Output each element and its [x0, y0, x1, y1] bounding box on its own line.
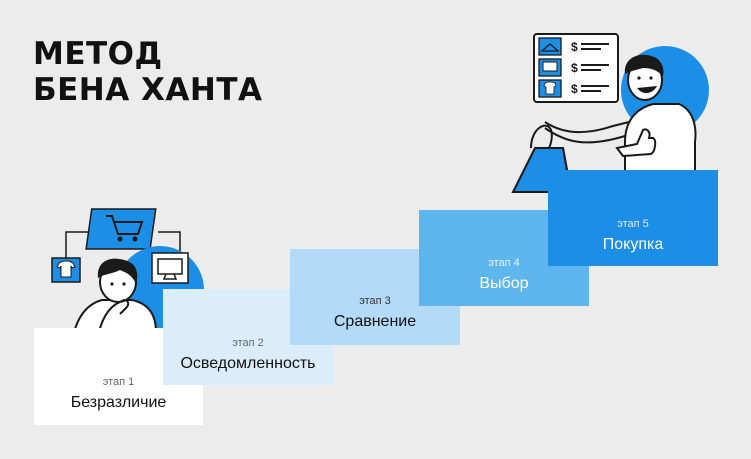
stage-1-label: этап 1: [102, 376, 135, 388]
clothes-hanger-icon: [538, 37, 562, 56]
t-shirt-icon: [538, 79, 562, 98]
stage-2-label: этап 2: [232, 337, 264, 349]
stage-4-name: Выбор: [479, 275, 529, 292]
price-list-board: $ $ $: [533, 33, 619, 103]
price-dollar-1: $: [571, 40, 578, 54]
price-dollar-2: $: [571, 61, 578, 75]
monitor-icon: [151, 252, 189, 284]
stage-5-box: этап 5 Покупка: [548, 170, 718, 266]
price-dollar-3: $: [571, 82, 578, 96]
title-line-2: БЕНА ХАНТА: [33, 72, 263, 108]
stage-3-label: этап 3: [359, 295, 391, 307]
title-line-1: МЕТОД: [33, 36, 163, 72]
stage-5-label: этап 5: [617, 218, 649, 230]
stage-2-name: Осведомленность: [180, 355, 316, 372]
stage-5-name: Покупка: [602, 236, 664, 253]
stage-4-label: этап 4: [488, 257, 520, 269]
t-shirt-icon: [51, 257, 81, 283]
page-title: МЕТОД БЕНА ХАНТА: [33, 36, 263, 108]
shopper-illustration: $ $ $: [511, 33, 709, 196]
laptop-icon: [538, 58, 562, 77]
stage-3-name: Сравнение: [333, 313, 417, 330]
shopping-cart-icon: [85, 208, 157, 250]
stage-1-name: Безразличие: [70, 394, 167, 411]
